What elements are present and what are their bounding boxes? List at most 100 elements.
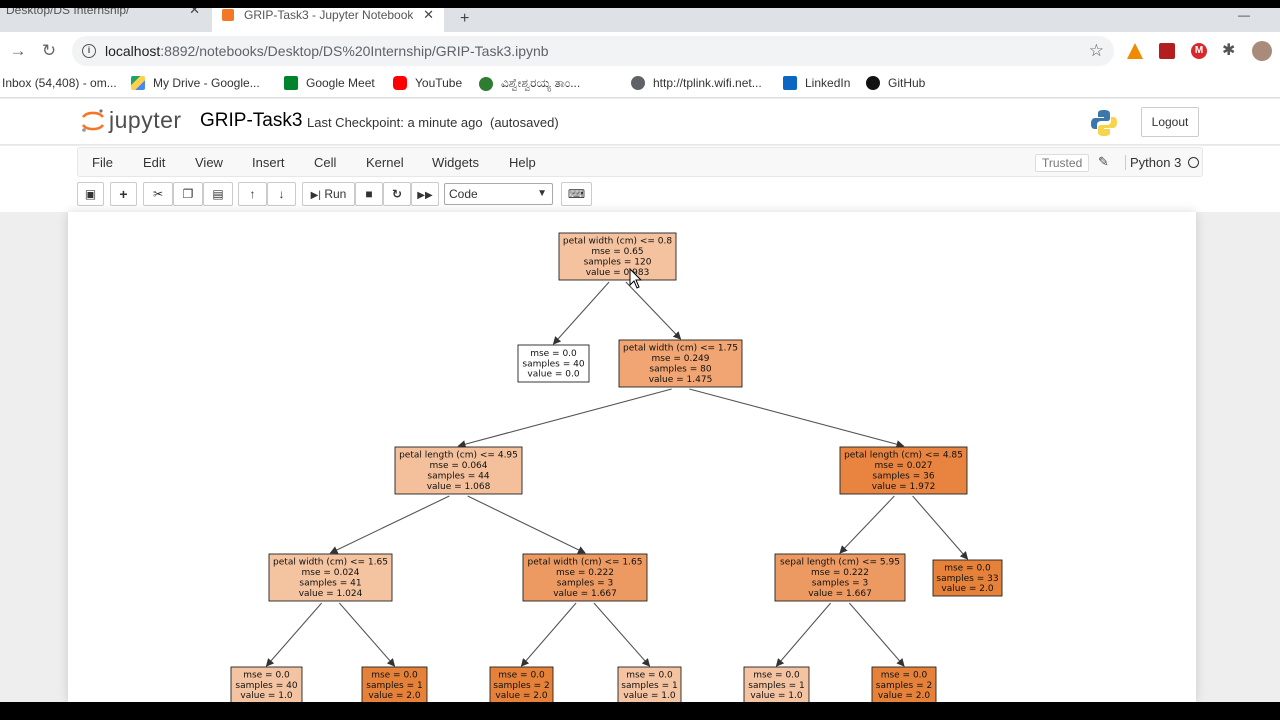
bookmark-vtu[interactable]: ವಿಶ್ವೇಶ್ವರಯ್ಯ ತಾಂ...: [479, 76, 580, 91]
bookmark-label: LinkedIn: [805, 76, 851, 90]
tree-node-label: value = 1.0: [623, 691, 675, 701]
address-bar: → ↻ i localhost:8892/notebooks/Desktop/D…: [0, 32, 1280, 70]
vlc-extension-icon[interactable]: [1127, 43, 1143, 59]
notebook-title[interactable]: GRIP-Task3: [200, 110, 303, 131]
cut-button[interactable]: ✂: [143, 182, 173, 206]
star-icon[interactable]: ☆: [1088, 41, 1104, 60]
step-forward-icon: ▶|: [310, 190, 321, 201]
tree-edge: [839, 495, 895, 554]
reload-icon[interactable]: ↻: [41, 41, 57, 60]
move-up-button[interactable]: ↑: [238, 182, 267, 206]
bookmark-meet[interactable]: Google Meet: [284, 76, 375, 90]
interrupt-button[interactable]: ■: [355, 182, 383, 206]
kernel-name[interactable]: Python 3: [1125, 155, 1181, 170]
menu-kernel[interactable]: Kernel: [366, 155, 404, 170]
bookmark-drive[interactable]: My Drive - Google...: [131, 76, 260, 90]
minimize-icon[interactable]: —: [1238, 8, 1250, 22]
tree-edge: [520, 602, 577, 667]
tree-node-label: samples = 120: [584, 258, 652, 268]
paste-button[interactable]: ▤: [203, 182, 233, 206]
menu-file[interactable]: File: [92, 155, 113, 170]
tree-node-label: samples = 3: [557, 579, 613, 589]
close-icon[interactable]: ✕: [189, 8, 200, 17]
bookmark-label: YouTube: [415, 76, 463, 90]
tab-strip: Desktop/DS Internship/ ✕ GRIP-Task3 - Ju…: [0, 8, 1280, 32]
new-tab-icon[interactable]: +: [460, 10, 470, 27]
tree-node-box: [839, 446, 968, 495]
tree-node-label: samples = 3: [812, 579, 868, 589]
bookmarks-bar: Inbox (54,408) - om... My Drive - Google…: [0, 70, 1280, 98]
menu-cell[interactable]: Cell: [314, 155, 337, 170]
checkpoint-status: Last Checkpoint: a minute ago: [307, 115, 483, 130]
save-button[interactable]: ▣: [77, 182, 104, 206]
info-icon[interactable]: i: [82, 44, 96, 58]
pencil-icon[interactable]: ✎: [1098, 154, 1109, 169]
tree-node-label: samples = 36: [872, 472, 934, 482]
move-down-button[interactable]: ↓: [267, 182, 296, 206]
profile-avatar[interactable]: [1252, 41, 1272, 61]
run-button[interactable]: ▶| Run: [302, 182, 355, 206]
url-field[interactable]: i localhost:8892/notebooks/Desktop/DS%20…: [72, 36, 1114, 66]
bookmark-inbox[interactable]: Inbox (54,408) - om...: [2, 76, 117, 90]
save-icon: ▣: [84, 187, 97, 201]
autosave-status: (autosaved): [490, 115, 559, 130]
extensions-puzzle-icon[interactable]: ✱: [1222, 42, 1236, 59]
tree-node-label: petal length (cm) <= 4.95: [399, 451, 518, 461]
tree-node-box: [871, 666, 937, 702]
tree-node-label: petal width (cm) <= 1.65: [273, 558, 388, 568]
jupyter-logo-icon[interactable]: [80, 108, 106, 134]
close-icon[interactable]: ✕: [423, 8, 434, 22]
tree-node-label: value = 2.0: [941, 584, 993, 594]
restart-run-all-button[interactable]: ▶▶: [411, 182, 439, 206]
mouse-cursor-icon: [629, 267, 643, 289]
trusted-badge[interactable]: Trusted: [1035, 154, 1090, 172]
copy-button[interactable]: ❐: [173, 182, 203, 206]
menu-insert[interactable]: Insert: [252, 155, 285, 170]
tree-edge: [912, 495, 969, 560]
command-palette-button[interactable]: ⌨: [561, 182, 592, 206]
mega-extension-icon[interactable]: M: [1191, 43, 1207, 59]
tree-node-label: value = 1.667: [553, 589, 617, 599]
tab-notebook[interactable]: GRIP-Task3 - Jupyter Notebook ✕: [212, 8, 444, 32]
cell-type-select[interactable]: Code▼: [444, 183, 553, 205]
jupyter-favicon-icon: [222, 9, 234, 21]
menu-widgets[interactable]: Widgets: [432, 155, 479, 170]
url-host: localhost: [105, 43, 161, 59]
tree-node-label: value = 0.983: [586, 268, 650, 278]
tree-node-label: mse = 0.0: [881, 670, 928, 680]
jupyter-logo-text[interactable]: jupyter: [109, 107, 182, 133]
restart-button[interactable]: ↻: [383, 182, 411, 206]
cell-type-value: Code: [449, 187, 478, 201]
pdf-extension-icon[interactable]: [1159, 43, 1175, 59]
bookmark-youtube[interactable]: YouTube: [393, 76, 462, 90]
tree-node-box: [489, 666, 554, 702]
fast-forward-icon: ▶▶: [417, 190, 433, 201]
university-logo-icon: [479, 76, 493, 91]
tree-node-box: [617, 666, 682, 702]
tree-edge: [467, 495, 586, 554]
menu-view[interactable]: View: [195, 155, 223, 170]
logout-button[interactable]: Logout: [1141, 107, 1199, 137]
bookmark-tplink[interactable]: http://tplink.wifi.net...: [631, 76, 762, 90]
menubar: File Edit View Insert Cell Kernel Widget…: [77, 147, 1203, 177]
bookmark-label: ವಿಶ್ವೇಶ್ವರಯ್ಯ ತಾಂ...: [501, 76, 581, 90]
bookmark-linkedin[interactable]: LinkedIn: [783, 76, 850, 90]
tree-node-label: value = 1.667: [808, 589, 872, 599]
back-arrow-icon[interactable]: →: [9, 41, 27, 60]
tree-node-box: [522, 553, 648, 602]
tree-node-label: value = 2.0: [495, 691, 547, 701]
tree-node-label: mse = 0.024: [301, 568, 359, 578]
tree-node-label: mse = 0.0: [530, 349, 577, 359]
cell-toolbar: ▣ + ✂ ❐ ▤ ↑ ↓ ▶| Run ■ ↻ ▶▶ Code▼ ⌨: [77, 182, 1203, 208]
bookmark-github[interactable]: GitHub: [866, 76, 925, 90]
tree-node-label: mse = 0.064: [429, 461, 487, 471]
menu-help[interactable]: Help: [509, 155, 536, 170]
tab-desktop[interactable]: Desktop/DS Internship/ ✕: [0, 8, 210, 22]
insert-cell-button[interactable]: +: [110, 182, 137, 206]
menu-edit[interactable]: Edit: [143, 155, 166, 170]
